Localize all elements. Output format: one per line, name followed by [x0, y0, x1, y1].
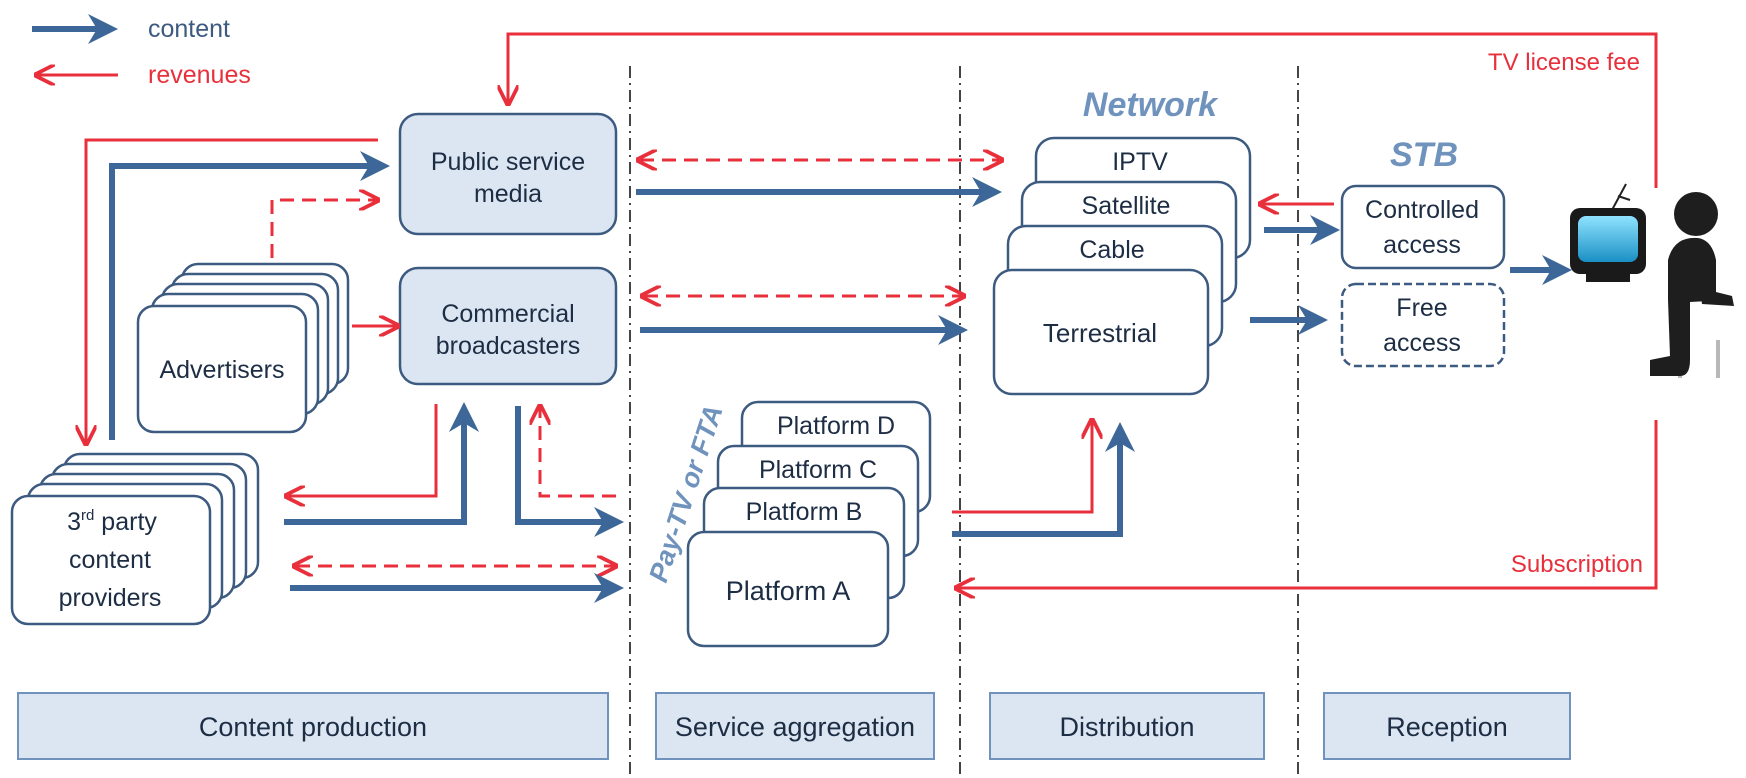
platforms-to-network-revenue	[952, 422, 1092, 514]
cb-to-third-party-revenue	[288, 404, 438, 496]
platforms-stack: Platform D Platform C Platform B Platfor…	[686, 400, 932, 648]
third-party-label-3: providers	[59, 584, 162, 612]
network-satellite-label: Satellite	[1082, 192, 1171, 220]
cb-label-2: broadcasters	[436, 332, 581, 360]
legend-revenues-label: revenues	[148, 61, 251, 89]
stage-distribution-label: Distribution	[1059, 712, 1194, 742]
stage-service-aggregation	[655, 692, 935, 760]
networks-stack: IPTV Satellite Cable Terrestrial	[992, 136, 1252, 396]
third-party-to-psm-content	[109, 151, 390, 440]
stage-service-aggregation-label: Service aggregation	[675, 712, 915, 742]
cb-label-1: Commercial	[441, 300, 574, 328]
network-cable-label: Cable	[1079, 236, 1144, 264]
network-heading: Network	[1083, 86, 1219, 124]
distribution-reception-arrows	[1250, 204, 1340, 335]
third-party-superscript: rd	[81, 507, 94, 524]
production-arrows	[86, 138, 624, 603]
controlled-access-label-1: Controlled	[1365, 196, 1479, 224]
platforms-to-cb-revenue	[540, 408, 616, 498]
stage-reception-label: Reception	[1386, 712, 1508, 742]
stage-distribution	[989, 692, 1265, 760]
platform-c-label: Platform C	[759, 456, 877, 484]
free-access-node: Free access	[1340, 282, 1506, 368]
cb-to-platforms-content	[515, 406, 624, 537]
network-terrestrial-label: Terrestrial	[1043, 318, 1157, 348]
stage-separators	[629, 66, 1299, 778]
public-service-media-node: Public service media	[398, 112, 618, 236]
platform-d-label: Platform D	[777, 412, 895, 440]
aggregation-distribution-arrows	[636, 160, 1135, 537]
license-fee-flow: TV license fee	[508, 32, 1658, 188]
psm-to-third-party-revenue	[86, 138, 378, 442]
platform-b-label: Platform B	[746, 498, 863, 526]
third-party-word: party	[94, 508, 157, 536]
stage-content-production	[17, 692, 609, 760]
platforms-to-network-content	[952, 422, 1135, 537]
advertisers-stack: Advertisers	[136, 262, 350, 434]
third-party-label-1: 3rd party	[67, 507, 157, 536]
television-icon	[1570, 183, 1646, 282]
legend-content-label: content	[148, 15, 230, 43]
platform-a-label: Platform A	[726, 576, 851, 606]
stage-content-production-label: Content production	[199, 712, 427, 742]
stb-heading: STB	[1390, 136, 1458, 174]
license-fee-arrow	[508, 32, 1658, 188]
third-party-label-2: content	[69, 546, 151, 574]
advertisers-to-psm-revenue	[270, 200, 376, 258]
viewer-icon	[1650, 192, 1734, 378]
psm-label-2: media	[474, 180, 542, 208]
network-iptv-label: IPTV	[1112, 148, 1168, 176]
subscription-arrow	[958, 420, 1658, 588]
advertisers-label: Advertisers	[159, 356, 284, 384]
controlled-access-node: Controlled access	[1340, 184, 1506, 270]
stage-reception	[1323, 692, 1571, 760]
license-fee-label: TV license fee	[1488, 49, 1640, 76]
free-access-label-1: Free	[1396, 294, 1447, 322]
controlled-access-label-2: access	[1383, 231, 1461, 259]
commercial-broadcasters-node: Commercial broadcasters	[398, 266, 618, 386]
subscription-flow: Subscription	[958, 420, 1658, 588]
third-party-to-cb-content	[284, 402, 479, 525]
stage-bar: Content production Service aggregation D…	[17, 692, 1571, 760]
third-party-stack: 3rd party content providers	[10, 452, 260, 626]
third-party-number: 3	[67, 508, 81, 536]
subscription-label: Subscription	[1511, 551, 1643, 578]
psm-label-1: Public service	[431, 148, 585, 176]
free-access-label-2: access	[1383, 329, 1461, 357]
legend: content revenues	[32, 14, 251, 89]
